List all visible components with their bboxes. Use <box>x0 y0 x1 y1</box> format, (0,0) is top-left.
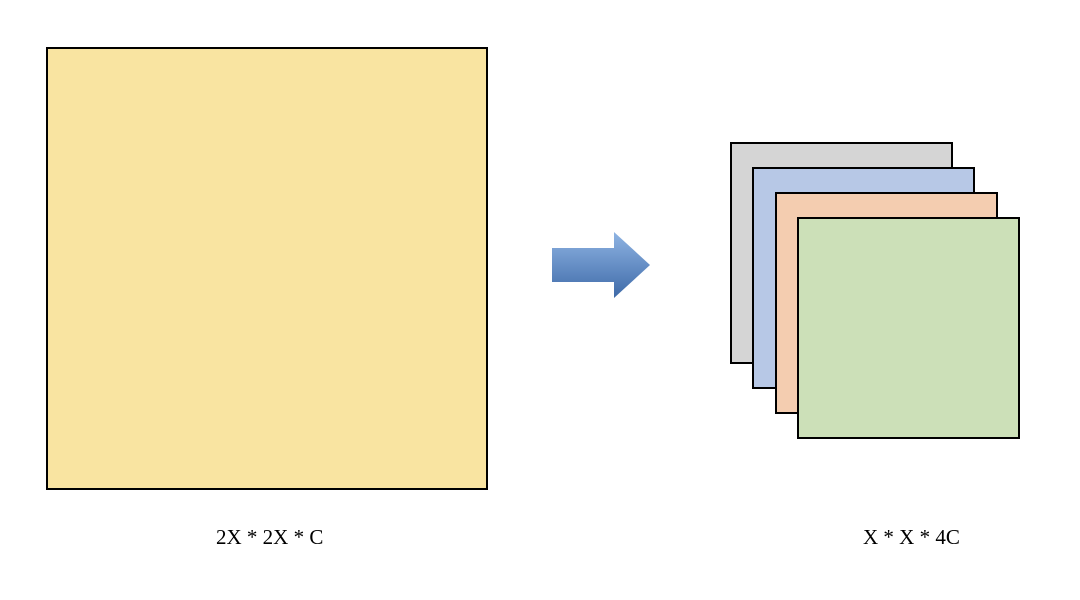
output-layer-4 <box>797 217 1020 439</box>
output-dimension-label: X * X * 4C <box>863 525 960 549</box>
input-dimension-label: 2X * 2X * C <box>216 525 324 549</box>
input-feature-map <box>46 47 488 490</box>
right-arrow-icon <box>552 232 650 298</box>
